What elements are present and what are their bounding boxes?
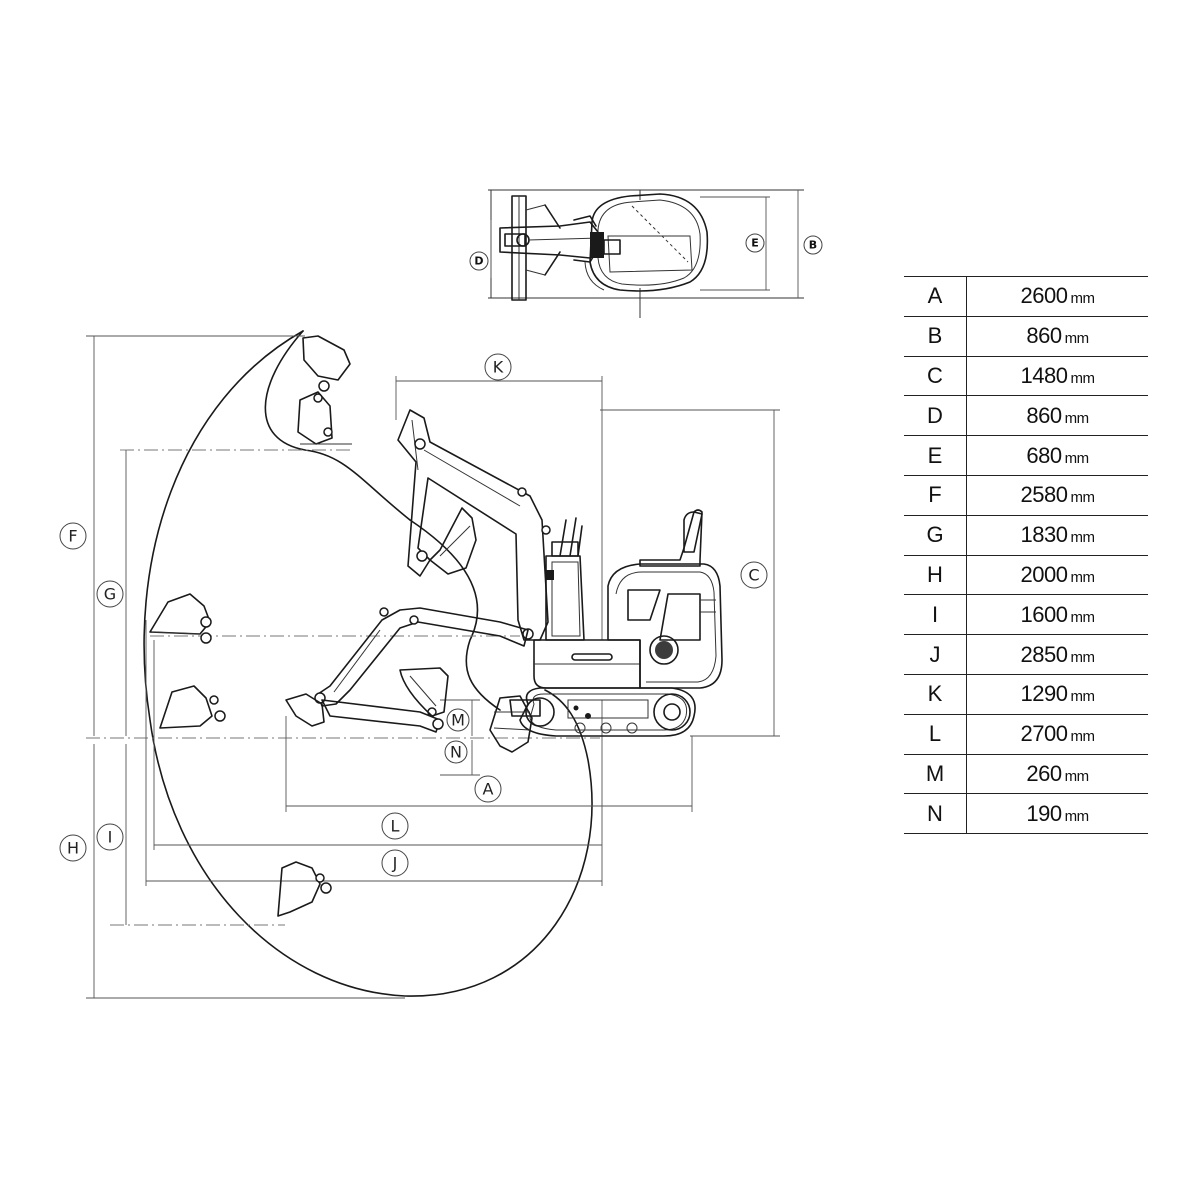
- spec-key: M: [904, 754, 967, 795]
- spec-key: C: [904, 356, 967, 397]
- label-H: H: [67, 839, 79, 858]
- spec-key: K: [904, 674, 967, 715]
- spec-key: A: [904, 276, 967, 317]
- top-view: [488, 189, 804, 318]
- reach-envelope: [143, 330, 593, 997]
- label-C: C: [748, 566, 759, 585]
- label-K: K: [493, 358, 504, 377]
- label-N: N: [450, 743, 462, 762]
- track: [519, 687, 696, 737]
- spec-key: G: [904, 515, 967, 556]
- label-E: E: [751, 237, 759, 250]
- spec-key: H: [904, 555, 967, 596]
- boom-raised: [397, 409, 549, 641]
- bucket-top: [302, 335, 351, 381]
- spec-key: B: [904, 316, 967, 357]
- operator-seat: [639, 509, 703, 567]
- bucket-left-lower: [159, 685, 213, 729]
- spec-key: I: [904, 594, 967, 636]
- label-A: A: [483, 780, 494, 799]
- side-view: [86, 330, 780, 999]
- label-G: G: [104, 585, 116, 604]
- label-I: I: [108, 828, 113, 847]
- label-B: B: [809, 239, 817, 252]
- bucket-bottom: [277, 861, 321, 917]
- spec-key: E: [904, 435, 967, 476]
- spec-key: D: [904, 395, 967, 437]
- spec-key: L: [904, 714, 967, 755]
- spec-key: F: [904, 475, 967, 516]
- spec-key: N: [904, 793, 967, 835]
- bucket-left-upper: [149, 593, 211, 635]
- label-J: J: [392, 854, 398, 873]
- label-D-top: D: [474, 255, 483, 268]
- spec-key: J: [904, 634, 967, 675]
- label-F: F: [68, 527, 77, 546]
- upper-structure: [533, 639, 641, 689]
- label-L: L: [391, 817, 400, 836]
- label-M: M: [451, 711, 465, 730]
- dimension-labels: D E B K F G C M N A L H I J: [59, 233, 823, 877]
